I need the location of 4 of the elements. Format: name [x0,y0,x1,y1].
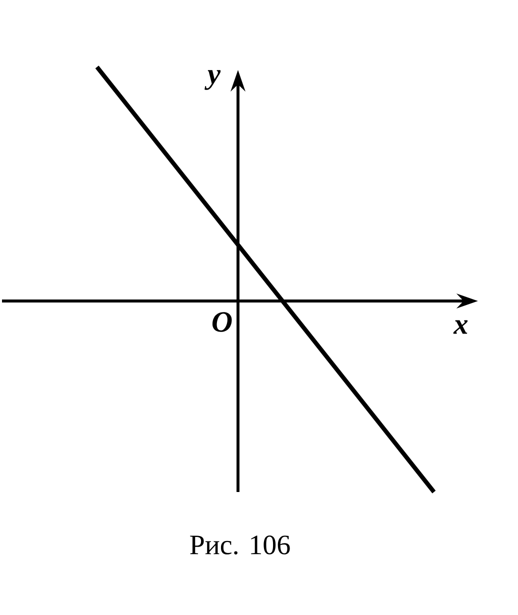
axis-label: O [212,312,232,332]
figure-caption: Рис. 106 [190,536,290,554]
axis-label: x [453,320,468,334]
axis-label: y [204,70,221,90]
